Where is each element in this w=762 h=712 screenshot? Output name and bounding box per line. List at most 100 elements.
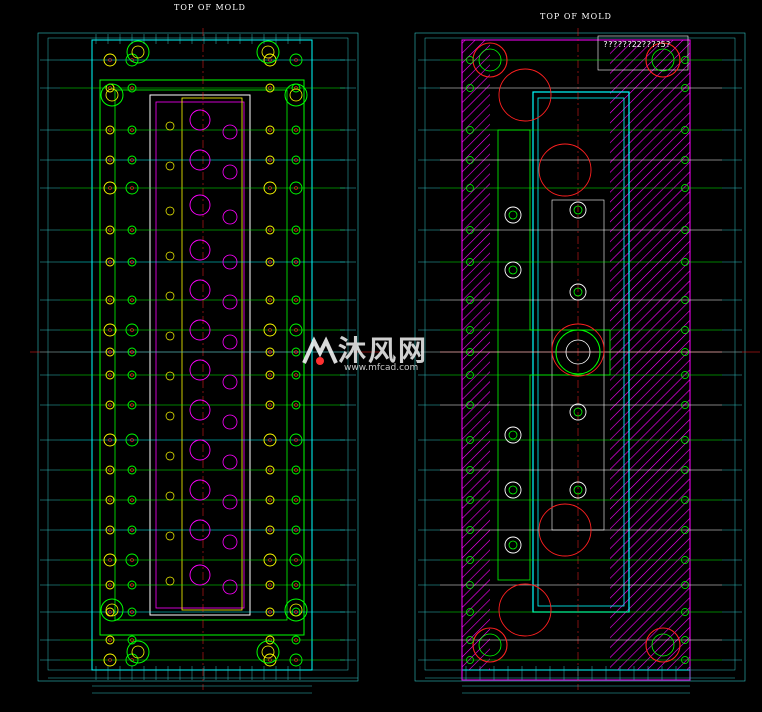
right-hatch-right-strip	[610, 40, 690, 670]
left-bolt-hole-center	[130, 186, 134, 190]
right-large-circle	[538, 503, 592, 557]
left-guide-pillar-hole	[256, 640, 280, 664]
right-holes-group	[466, 42, 689, 664]
left-bolt-hole	[265, 370, 275, 380]
left-bolt-hole	[127, 347, 137, 357]
left-bolt-hole	[265, 607, 275, 617]
right-horizontal-lines	[440, 59, 722, 661]
right-ejector-pin	[508, 485, 518, 495]
left-cavity-circle	[222, 209, 238, 225]
left-bolt-hole-center	[294, 638, 298, 642]
left-bolt-hole	[105, 155, 115, 165]
right-bolt-hole	[681, 581, 689, 589]
right-bolt-hole	[466, 348, 474, 356]
right-bolt-hole	[681, 326, 689, 334]
left-bolt-hole-center	[294, 328, 298, 332]
right-dimension-frame	[414, 32, 746, 682]
left-bolt-hole	[105, 580, 115, 590]
left-bolt-hole	[125, 323, 139, 337]
left-cavity-circle	[189, 194, 211, 216]
left-bolt-hole-center	[268, 610, 272, 614]
left-cavity-circle	[189, 439, 211, 461]
right-bolt-hole	[466, 126, 474, 134]
left-bolt-hole-center	[268, 583, 272, 587]
left-bolt-hole	[265, 295, 275, 305]
left-ejector-pin	[165, 491, 175, 501]
right-bolt-hole	[681, 656, 689, 664]
right-guide-bushing-inner	[651, 48, 675, 72]
left-guide-pillar-hole	[284, 598, 308, 622]
right-ejector-pin	[508, 210, 518, 220]
left-cavity-circle	[189, 319, 211, 341]
left-bolt-hole-center	[268, 438, 272, 442]
left-bolt-hole-center	[130, 86, 134, 90]
left-bolt-hole-center	[268, 260, 272, 264]
right-bolt-hole	[681, 296, 689, 304]
left-bolt-hole-center	[294, 260, 298, 264]
left-bolt-hole-center	[294, 228, 298, 232]
left-bolt-hole-center	[130, 468, 134, 472]
left-cavity-block	[149, 94, 251, 616]
left-bolt-hole	[263, 433, 277, 447]
right-bolt-hole	[681, 126, 689, 134]
right-sprue-circle	[555, 329, 601, 375]
left-bolt-hole	[105, 257, 115, 267]
left-bolt-hole-center	[108, 610, 112, 614]
right-bolt-hole	[466, 226, 474, 234]
left-bolt-hole	[291, 580, 301, 590]
right-bolt-hole	[681, 258, 689, 266]
left-bolt-hole	[265, 347, 275, 357]
left-cavity-circle	[189, 239, 211, 261]
left-bolt-hole-center	[130, 558, 134, 562]
left-bolt-hole	[291, 465, 301, 475]
right-bolt-hole	[466, 371, 474, 379]
right-guide-bushing	[645, 42, 681, 78]
left-bolt-hole-center	[108, 403, 112, 407]
left-bolt-hole	[291, 525, 301, 535]
left-guide-pillar-inner	[261, 645, 275, 659]
left-bolt-hole	[265, 635, 275, 645]
left-guide-pillar-inner	[131, 45, 145, 59]
right-bolt-hole	[466, 656, 474, 664]
left-bolt-hole-center	[294, 658, 298, 662]
left-bolt-hole-center	[130, 158, 134, 162]
left-guide-pillar-inner	[261, 45, 275, 59]
left-bolt-hole-center	[294, 86, 298, 90]
left-bolt-hole-center	[108, 658, 112, 662]
left-bolt-hole	[105, 125, 115, 135]
left-bolt-hole	[265, 83, 275, 93]
left-bolt-hole-center	[268, 528, 272, 532]
left-bolt-hole-center	[268, 158, 272, 162]
left-bolt-hole	[265, 525, 275, 535]
right-bolt-hole	[681, 226, 689, 234]
left-bolt-hole-center	[108, 373, 112, 377]
left-bolt-hole-center	[130, 328, 134, 332]
left-cavity-circle	[222, 534, 238, 550]
right-note-box	[597, 35, 689, 71]
left-cavity-circle	[189, 564, 211, 586]
right-bolt-hole	[681, 371, 689, 379]
left-cavity-circle	[222, 414, 238, 430]
left-bolt-hole	[105, 525, 115, 535]
left-bolt-hole	[105, 370, 115, 380]
left-bolt-hole	[289, 181, 303, 195]
left-bolt-hole-center	[130, 638, 134, 642]
left-bolt-hole-center	[130, 260, 134, 264]
left-a-plate	[99, 79, 305, 636]
left-bolt-hole-center	[108, 228, 112, 232]
left-bolt-hole	[289, 653, 303, 667]
left-bolt-hole	[127, 257, 137, 267]
left-bolt-hole-center	[130, 528, 134, 532]
left-bolt-hole	[291, 400, 301, 410]
left-guide-pillar-inner	[105, 88, 119, 102]
left-ejector-pin	[165, 121, 175, 131]
right-guide-bushing	[645, 627, 681, 663]
left-bolt-hole-center	[268, 328, 272, 332]
right-bolt-hole	[681, 84, 689, 92]
left-bolt-hole-center	[294, 298, 298, 302]
left-bolt-hole-center	[130, 373, 134, 377]
left-ejector-pin	[165, 531, 175, 541]
left-bolt-hole	[103, 653, 117, 667]
left-bolt-hole-center	[294, 403, 298, 407]
left-bolt-hole	[103, 181, 117, 195]
